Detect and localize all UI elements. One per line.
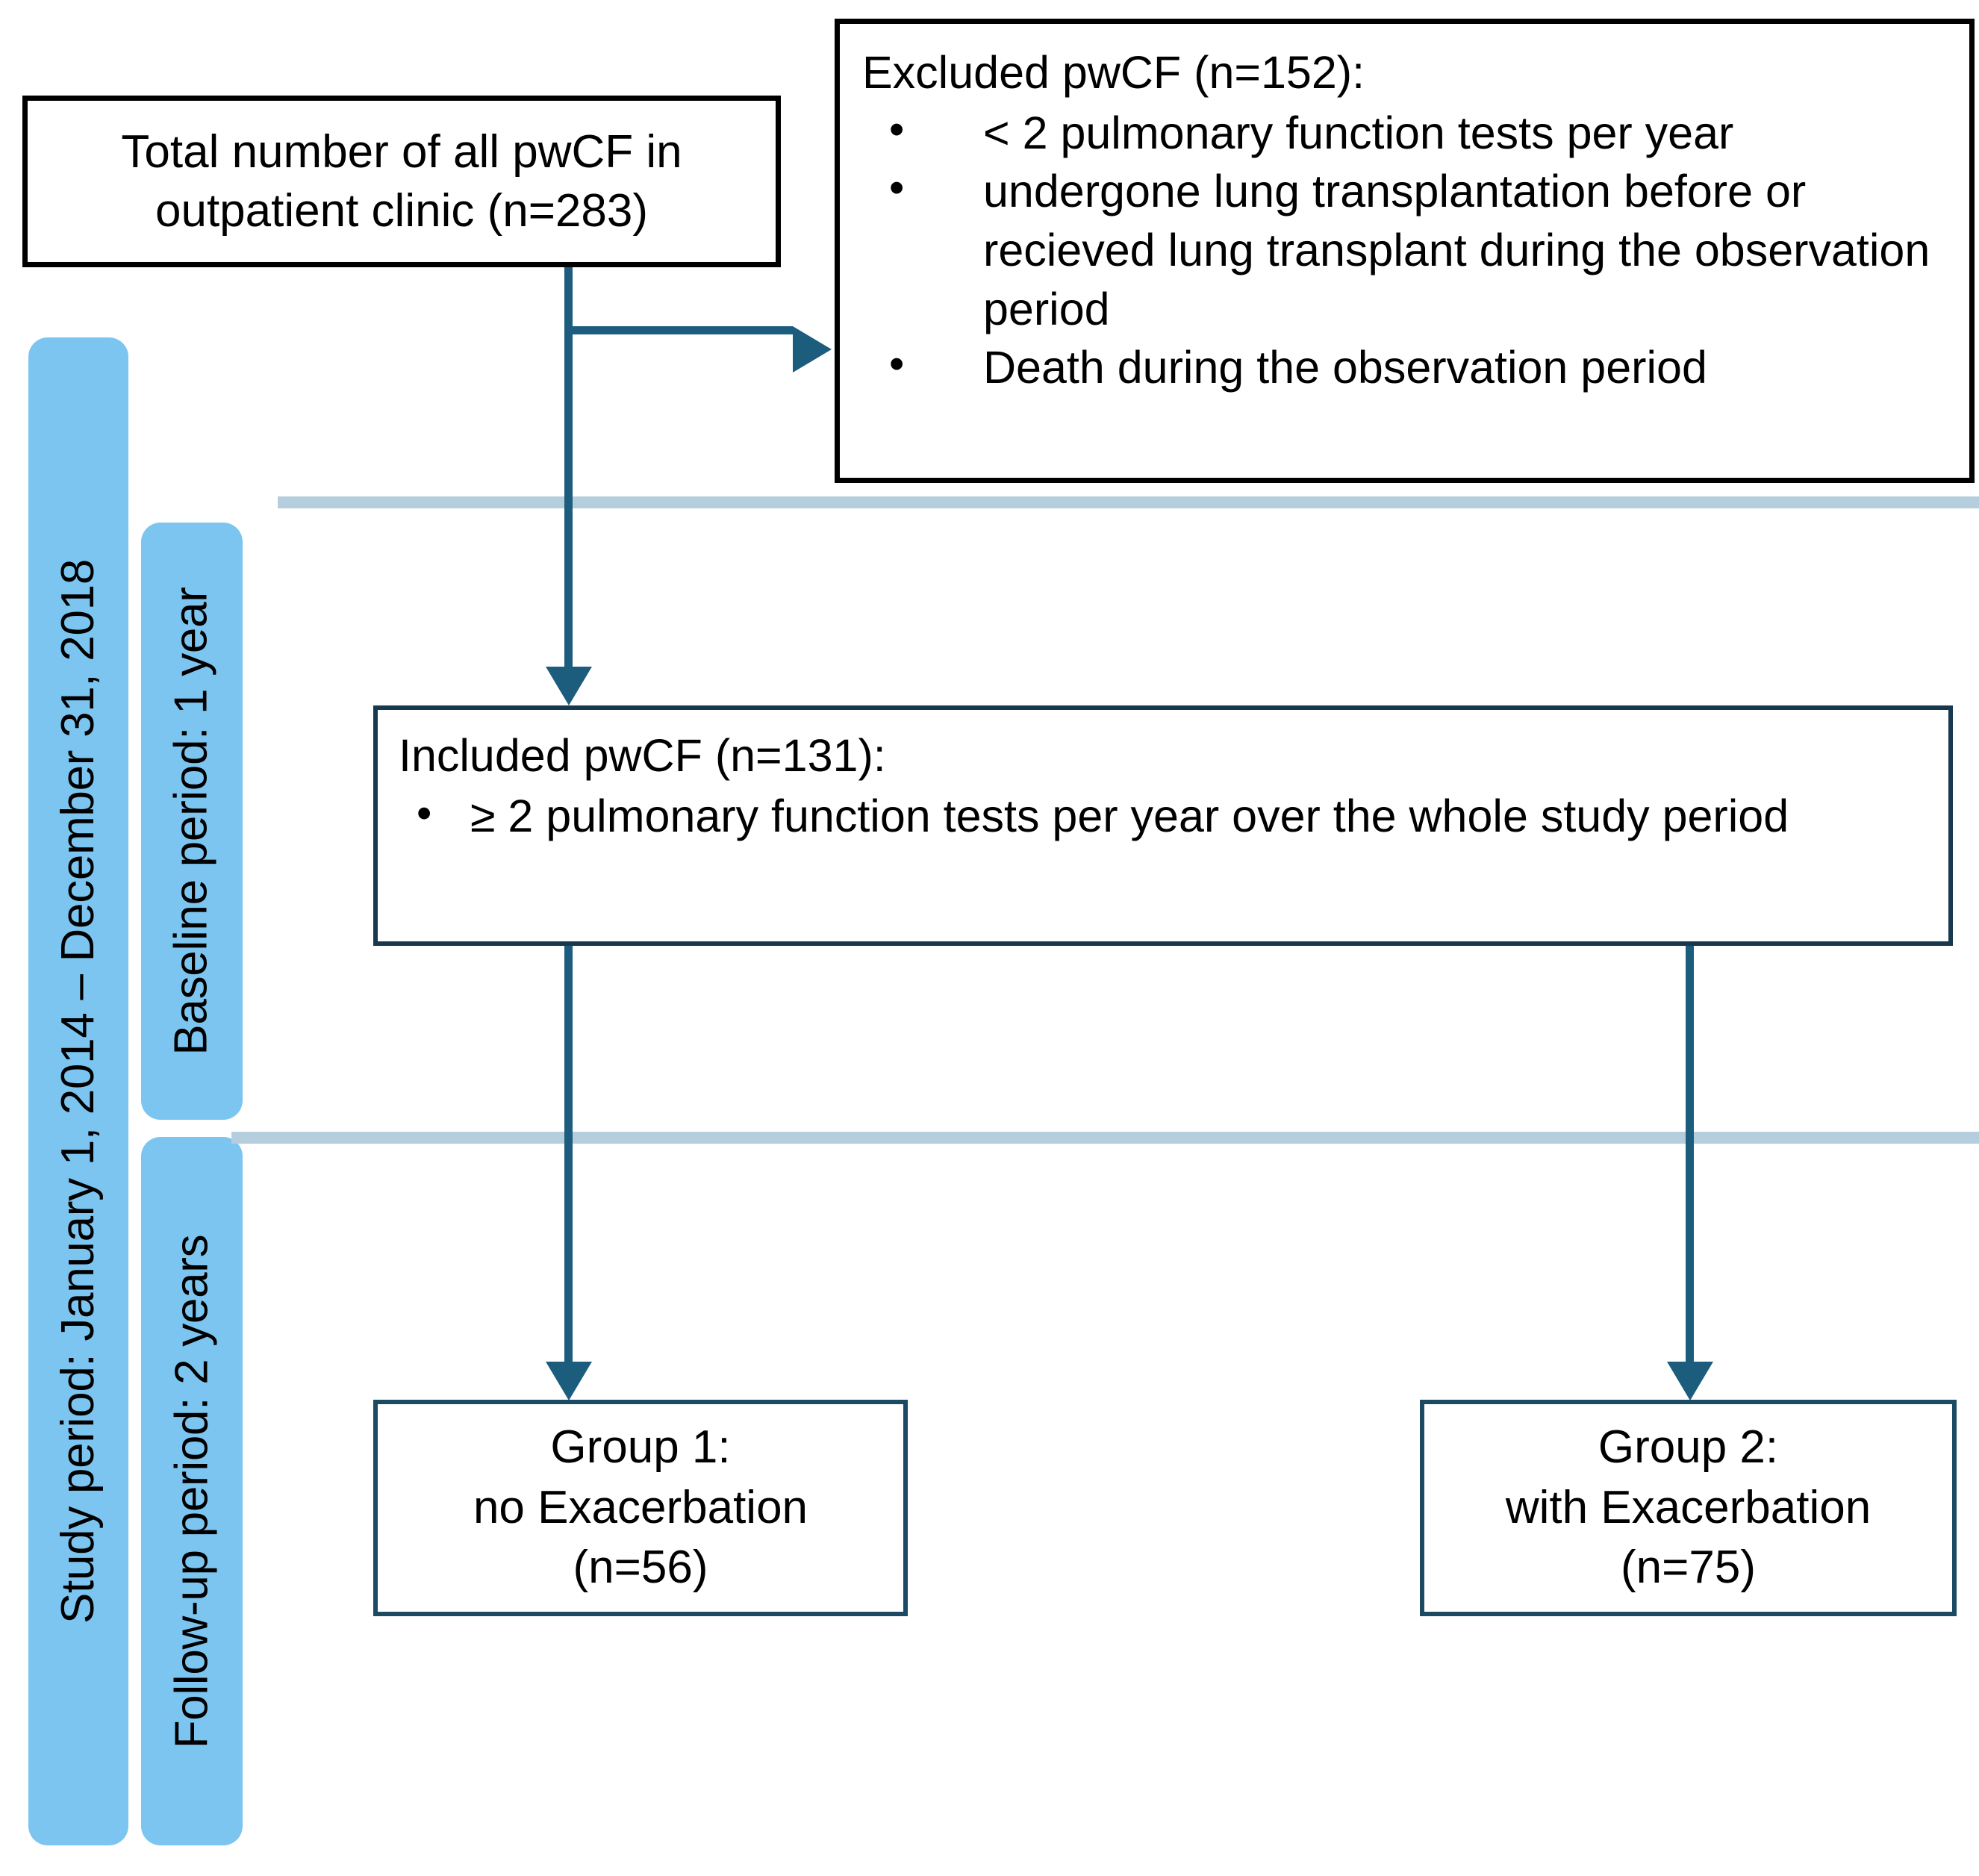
node-group1-line3: (n=56) — [573, 1542, 708, 1594]
list-item: undergone lung transplantation before or… — [862, 161, 1947, 338]
node-group2: Group 2: with Exacerbation (n=75) — [1420, 1400, 1957, 1616]
node-included-bullet-list: ≥ 2 pulmonary function tests per year ov… — [399, 785, 1927, 846]
arrowhead-down-group2-icon — [1667, 1362, 1713, 1400]
period-bar-study-label: Study period: January 1, 2014 – December… — [52, 558, 105, 1624]
node-included-pwcf: Included pwCF (n=131): ≥ 2 pulmonary fun… — [373, 705, 1953, 946]
list-item: ≥ 2 pulmonary function tests per year ov… — [399, 785, 1927, 846]
period-bar-followup-label: Follow-up period: 2 years — [166, 1234, 218, 1748]
node-group1-line2: no Exacerbation — [473, 1481, 808, 1533]
arrowhead-right-icon — [793, 326, 832, 373]
list-item: Death during the observation period — [862, 337, 1947, 397]
connector-to-group2 — [1686, 946, 1694, 1362]
node-group1-line1: Group 1: — [550, 1421, 731, 1474]
node-group1: Group 1: no Exacerbation (n=56) — [373, 1400, 908, 1616]
node-excluded-header: Excluded pwCF (n=152): — [862, 47, 1365, 98]
connector-to-group1 — [564, 946, 573, 1362]
period-divider-followup-top — [231, 1132, 1979, 1144]
connector-to-excluded — [564, 326, 793, 334]
period-bar-followup: Follow-up period: 2 years — [141, 1137, 243, 1845]
list-item: < 2 pulmonary function tests per year — [862, 102, 1947, 163]
period-divider-baseline-top — [278, 496, 1979, 508]
period-bar-study: Study period: January 1, 2014 – December… — [28, 337, 128, 1845]
period-bar-baseline-label: Baseline period: 1 year — [166, 587, 217, 1056]
connector-total-trunk — [564, 267, 573, 667]
node-group2-line2: with Exacerbation — [1505, 1481, 1872, 1533]
node-excluded-pwcf: Excluded pwCF (n=152): < 2 pulmonary fun… — [835, 19, 1975, 483]
node-total-pwcf-text: Total number of all pwCF in outpatient c… — [121, 125, 682, 237]
node-excluded-bullet-list: < 2 pulmonary function tests per year un… — [862, 102, 1947, 397]
arrowhead-down-group1-icon — [546, 1362, 592, 1400]
arrowhead-down-included-icon — [546, 667, 592, 705]
node-total-pwcf: Total number of all pwCF in outpatient c… — [22, 96, 781, 267]
period-bar-baseline: Baseline period: 1 year — [141, 523, 243, 1120]
node-included-header: Included pwCF (n=131): — [399, 730, 886, 781]
node-group2-line1: Group 2: — [1598, 1421, 1779, 1474]
node-group2-line3: (n=75) — [1621, 1542, 1756, 1594]
